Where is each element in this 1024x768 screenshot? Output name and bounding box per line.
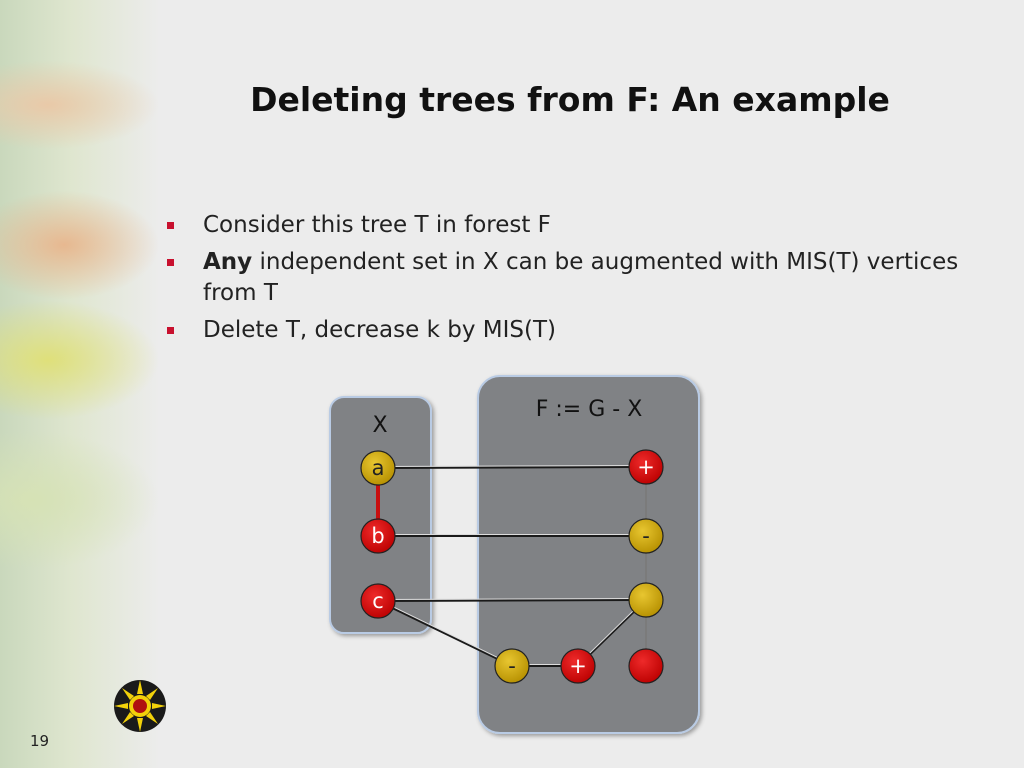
bullet-text: Delete T, decrease k by MIS(T) bbox=[203, 317, 556, 343]
bullet-text: independent set in X can be augmented wi… bbox=[203, 249, 959, 306]
graph-node bbox=[628, 582, 664, 618]
graph-node: b bbox=[360, 518, 396, 554]
bullet-marker bbox=[167, 327, 174, 334]
forest-label: F := G - X bbox=[536, 397, 643, 422]
edge-c-f4 bbox=[377, 600, 513, 667]
node-circle-a bbox=[360, 450, 396, 486]
bullet-text: Consider this tree T in forest F bbox=[203, 212, 551, 238]
graph-node: c bbox=[360, 583, 396, 619]
bullet-list: Consider this tree T in forest F Any ind… bbox=[165, 210, 965, 352]
node-label-c: c bbox=[372, 589, 384, 613]
node-label-f2: - bbox=[642, 524, 650, 548]
node-circle-f1 bbox=[628, 449, 664, 485]
slide-title: Deleting trees from F: An example bbox=[250, 80, 890, 119]
graph-node: - bbox=[628, 518, 664, 554]
nodes-layer: a b c + - - + bbox=[360, 449, 664, 684]
node-label-f4: - bbox=[508, 654, 516, 678]
node-label-f1: + bbox=[637, 455, 655, 479]
edge-highlight bbox=[377, 599, 513, 665]
graph-node: + bbox=[560, 648, 596, 684]
edge-a-f1 bbox=[377, 466, 647, 469]
graph-node: a bbox=[360, 450, 396, 486]
bullet-item: Delete T, decrease k by MIS(T) bbox=[165, 315, 965, 346]
node-circle-c bbox=[360, 583, 396, 619]
x-set-label: X bbox=[372, 413, 387, 438]
decorative-background bbox=[0, 0, 160, 768]
graph-node: + bbox=[628, 449, 664, 485]
node-label-f5: + bbox=[569, 654, 587, 678]
page-number: 19 bbox=[30, 732, 50, 750]
bullet-bold-text: Any bbox=[203, 249, 253, 275]
edge-highlight bbox=[377, 598, 647, 600]
bullet-marker bbox=[167, 222, 174, 229]
node-label-b: b bbox=[371, 524, 384, 548]
node-circle-f2 bbox=[628, 518, 664, 554]
bullet-item: Any independent set in X can be augmente… bbox=[165, 247, 965, 309]
bullet-item: Consider this tree T in forest F bbox=[165, 210, 965, 241]
university-seal-logo bbox=[114, 680, 166, 732]
node-circle-b bbox=[360, 518, 396, 554]
bullet-marker bbox=[167, 259, 174, 266]
x-set-box bbox=[329, 396, 432, 634]
edge-c-f3 bbox=[377, 599, 647, 602]
node-label-a: a bbox=[372, 456, 385, 480]
edge-highlight bbox=[377, 465, 647, 467]
node-circle-f3 bbox=[628, 582, 664, 618]
node-circle-f6 bbox=[628, 648, 664, 684]
node-circle-f4 bbox=[494, 648, 530, 684]
node-circle-f5 bbox=[560, 648, 596, 684]
graph-node bbox=[628, 648, 664, 684]
graph-node: - bbox=[494, 648, 530, 684]
